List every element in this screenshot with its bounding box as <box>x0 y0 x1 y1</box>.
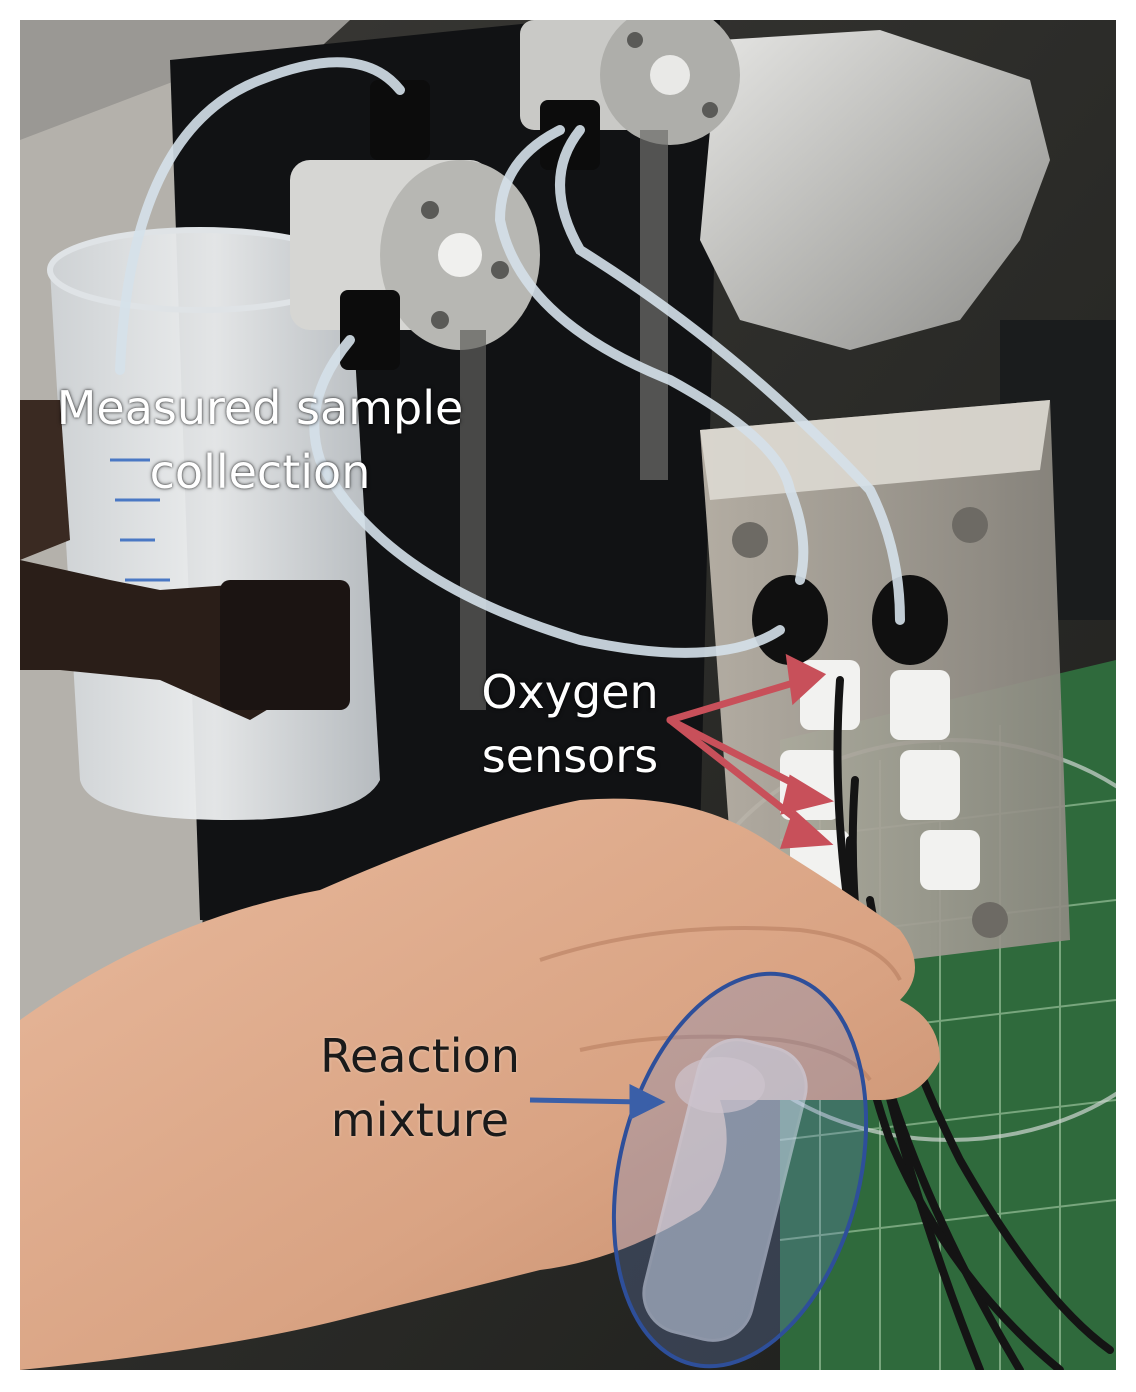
photo-frame: Measured sample collection Oxygen sensor… <box>20 20 1116 1370</box>
glass-rod-left <box>460 330 486 710</box>
hand <box>20 798 940 1370</box>
label-mixture-line2: mixture <box>330 1093 510 1147</box>
label-measured-sample-collection: Measured sample collection <box>40 376 480 504</box>
clamp-arm <box>20 400 70 560</box>
mixture-arrow <box>529 1083 666 1121</box>
finger-crease-2 <box>579 1034 872 1082</box>
holder-cap-left <box>752 575 828 665</box>
fitting-top <box>370 80 430 160</box>
label-oxygen-sensors: Oxygen sensors <box>460 660 680 788</box>
fitting-upper-right <box>540 100 600 170</box>
reaction-mixture-highlight <box>611 971 869 1369</box>
sensor-arrows <box>666 653 834 849</box>
holder-screw-2 <box>952 507 988 543</box>
fitting-mid <box>340 290 400 370</box>
lab-photo <box>20 20 1116 1370</box>
label-sensors-line1: Oxygen <box>481 665 659 719</box>
tubing <box>115 57 905 658</box>
label-reaction-mixture: Reaction mixture <box>300 1024 540 1152</box>
reaction-vial <box>642 1038 808 1342</box>
holder-cap-right <box>872 575 948 665</box>
label-mixture-line1: Reaction <box>320 1029 520 1083</box>
aluminium-foil <box>700 30 1050 350</box>
label-collection-line1: Measured sample <box>56 381 464 435</box>
clamp-block <box>220 580 350 710</box>
label-collection-line2: collection <box>149 445 371 499</box>
finger-crease <box>539 926 902 981</box>
holder-screw-1 <box>732 522 768 558</box>
holder-screw-3 <box>972 902 1008 938</box>
label-sensors-line2: sensors <box>481 729 659 783</box>
